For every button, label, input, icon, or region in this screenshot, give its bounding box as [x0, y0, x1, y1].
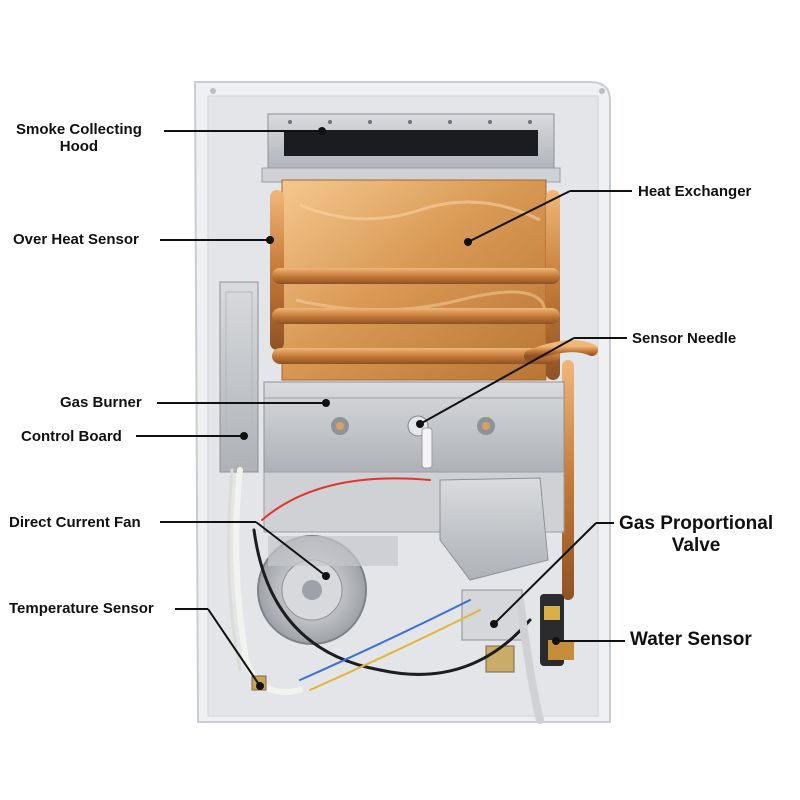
label-gas-proportional-valve-line2: Valve — [671, 535, 721, 556]
label-control-board: Control Board — [21, 428, 122, 445]
label-smoke-collecting-hood-line2: Hood — [59, 138, 99, 155]
label-smoke-collecting-hood-line1: Smoke Collecting — [16, 121, 142, 138]
label-sensor-needle: Sensor Needle — [632, 330, 737, 347]
water-sensor — [540, 594, 574, 666]
leader-dots — [240, 127, 560, 690]
smoke-collecting-hood — [261, 113, 561, 183]
label-over-heat-sensor: Over Heat Sensor — [13, 231, 139, 248]
label-gas-proportional-valve-line1: Gas Proportional — [619, 513, 774, 534]
label-temperature-sensor: Temperature Sensor — [9, 600, 154, 617]
label-gas-burner: Gas Burner — [60, 394, 142, 411]
label-direct-current-fan: Direct Current Fan — [9, 514, 141, 531]
control-board — [219, 281, 259, 473]
label-water-sensor: Water Sensor — [630, 629, 752, 650]
label-smoke-collecting-hood: Smoke Collecting Hood — [16, 121, 142, 155]
label-gas-proportional-valve: Gas Proportional Valve — [619, 513, 773, 557]
gas-proportional-valve — [439, 477, 549, 673]
wiring-harness — [226, 467, 544, 724]
copper-coils — [272, 268, 598, 600]
label-heat-exchanger: Heat Exchanger — [638, 183, 752, 200]
leader-lines — [136, 130, 632, 687]
